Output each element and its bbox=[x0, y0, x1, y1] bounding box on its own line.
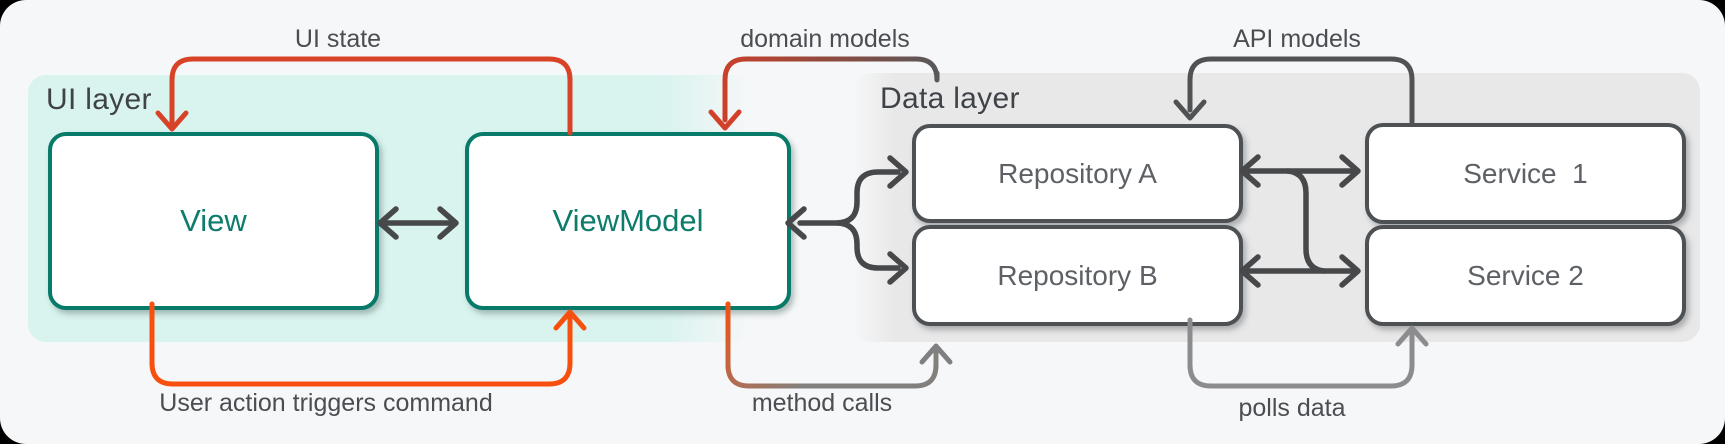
service-2-label: Service 2 bbox=[1467, 259, 1584, 291]
repository-b-box: Repository B bbox=[912, 225, 1243, 326]
repository-a-box: Repository A bbox=[912, 124, 1243, 223]
viewmodel-box: ViewModel bbox=[465, 132, 791, 310]
polls-data-label: polls data bbox=[1238, 394, 1346, 422]
ui-state-label: UI state bbox=[294, 25, 382, 53]
api-models-label: API models bbox=[1233, 25, 1361, 53]
repository-a-label: Repository A bbox=[998, 157, 1157, 189]
data-layer-title: Data layer bbox=[880, 82, 1020, 115]
view-box-label: View bbox=[180, 203, 247, 238]
service-2-box: Service 2 bbox=[1365, 225, 1686, 326]
service-1-box: Service 1 bbox=[1365, 123, 1686, 224]
repository-b-label: Repository B bbox=[997, 259, 1158, 291]
view-box: View bbox=[48, 132, 379, 310]
user-action-label: User action triggers command bbox=[159, 389, 493, 417]
domain-models-label: domain models bbox=[740, 25, 910, 53]
ui-layer-title: UI layer bbox=[46, 83, 152, 116]
arrowhead-up-icon bbox=[919, 343, 953, 365]
service-1-label: Service 1 bbox=[1463, 157, 1588, 189]
method-calls-label: method calls bbox=[751, 389, 893, 417]
viewmodel-box-label: ViewModel bbox=[552, 203, 704, 238]
